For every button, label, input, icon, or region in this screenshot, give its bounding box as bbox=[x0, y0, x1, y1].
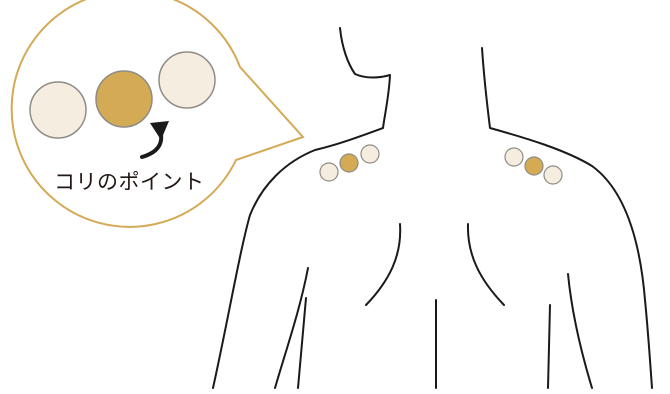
right-scapula-line bbox=[468, 224, 504, 305]
callout-label: コリのポイント bbox=[54, 166, 234, 196]
left-shoulder-point-3 bbox=[361, 145, 379, 163]
right-arm-line bbox=[568, 274, 592, 388]
right-shoulder-point-1 bbox=[505, 148, 523, 166]
callout-point-left bbox=[30, 82, 86, 138]
left-shoulder-point-2-highlighted bbox=[340, 154, 358, 172]
right-shoulder-point-2-highlighted bbox=[525, 157, 543, 175]
left-scapula-line bbox=[366, 224, 400, 305]
left-shoulder-point-1 bbox=[320, 163, 338, 181]
left-torso-line bbox=[298, 298, 306, 388]
callout-point-highlighted bbox=[96, 71, 152, 127]
callout-point-right bbox=[159, 52, 215, 108]
right-torso-line bbox=[548, 305, 550, 388]
neck-right-line bbox=[482, 48, 652, 388]
body-outline bbox=[213, 28, 652, 388]
right-shoulder-point-3 bbox=[544, 166, 562, 184]
